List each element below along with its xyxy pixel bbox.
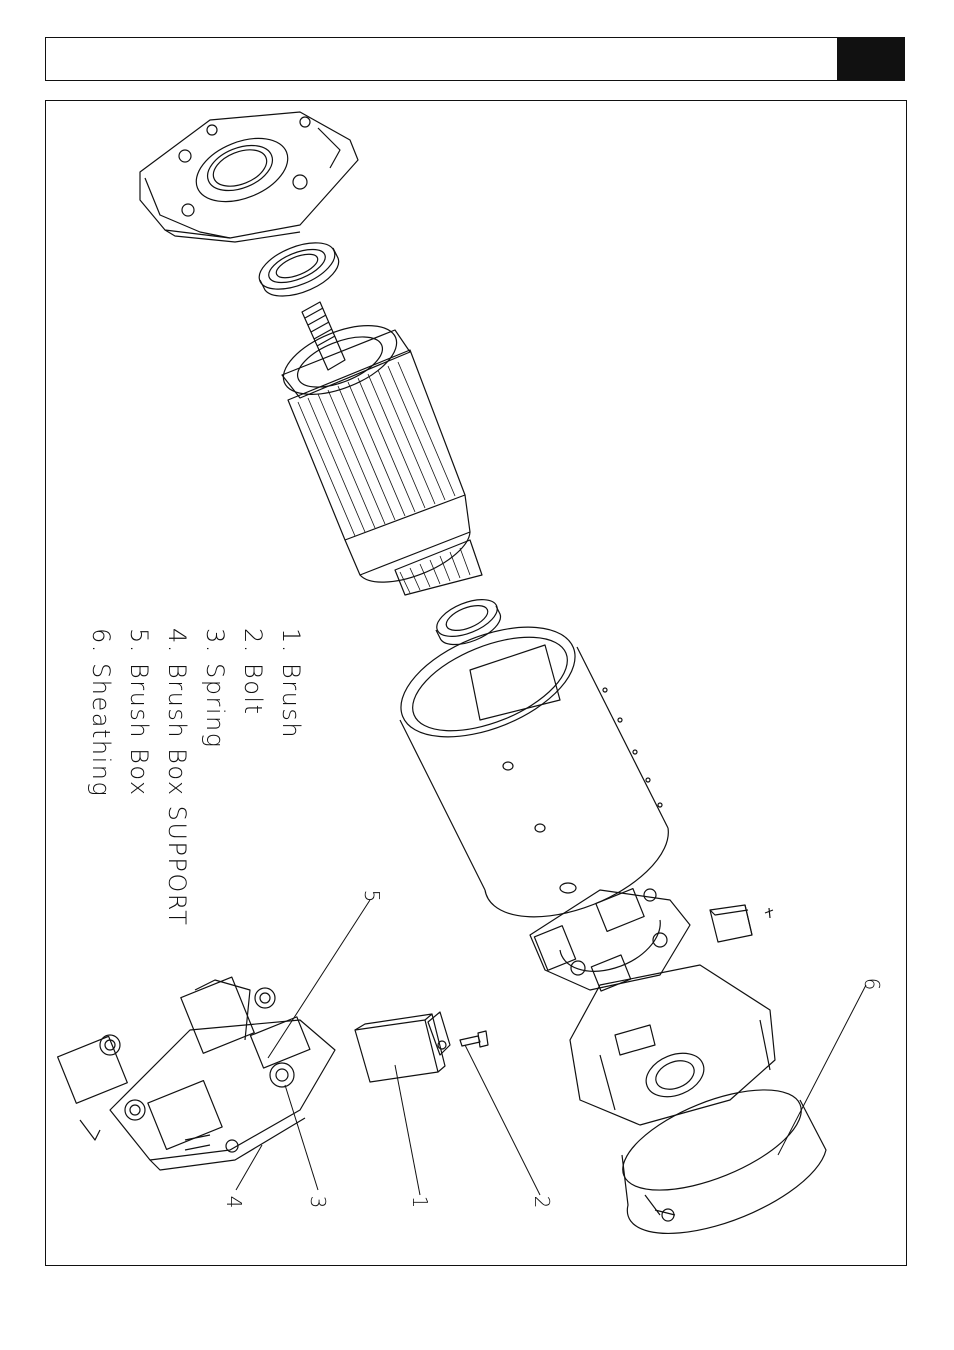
callout-5: 5	[360, 886, 384, 906]
leader-2	[465, 1045, 540, 1195]
brush-block	[355, 1014, 445, 1082]
callout-1: 1	[408, 1192, 432, 1212]
leader-3	[285, 1085, 318, 1190]
armature-rotor	[274, 302, 482, 595]
motor-housing	[385, 605, 668, 917]
brush-assembly-small	[530, 889, 773, 991]
leader-5	[268, 900, 370, 1058]
brush-assembly-large	[58, 977, 335, 1170]
leader-6	[778, 985, 866, 1155]
callout-4: 4	[222, 1192, 246, 1212]
callout-2: 2	[530, 1192, 554, 1212]
end-flange	[140, 112, 358, 242]
callout-6: 6	[860, 974, 884, 994]
callout-3: 3	[306, 1192, 330, 1212]
upper-bearing	[253, 233, 341, 298]
lower-bearing	[432, 592, 503, 644]
bolt-part	[460, 1031, 488, 1047]
sheathing-band	[610, 1069, 826, 1233]
leader-1	[395, 1065, 420, 1195]
brush-clip	[428, 1012, 450, 1055]
